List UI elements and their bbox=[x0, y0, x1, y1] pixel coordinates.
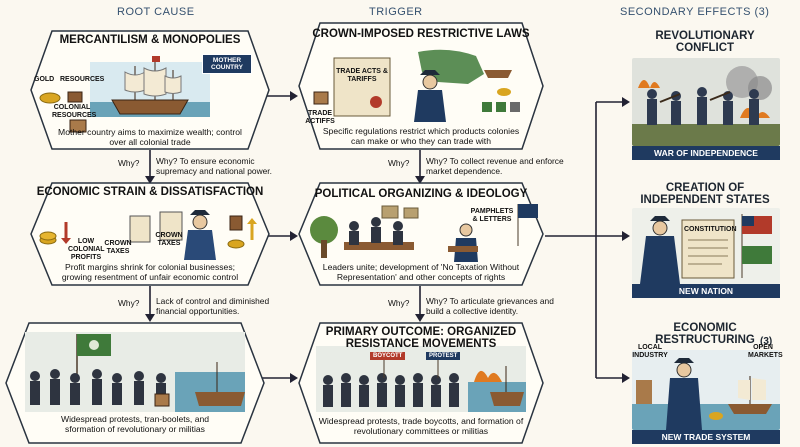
hex-title: MERCANTILISM & MONOPOLIES bbox=[59, 34, 241, 46]
label-gold: GOLD bbox=[34, 76, 55, 83]
hex-description: Specific regulations restrict which prod… bbox=[322, 126, 520, 146]
banner-trade-system: NEW TRADE SYSTEM bbox=[632, 430, 780, 444]
hex-title: PRIMARY OUTCOME: ORGANIZED RESISTANCE MO… bbox=[325, 326, 517, 350]
hex-political-organizing: POLITICAL ORGANIZING & IDEOLOGY Leaders … bbox=[298, 182, 544, 286]
hex-title: POLITICAL ORGANIZING & IDEOLOGY bbox=[314, 188, 528, 200]
sign-protest: PROTEST bbox=[426, 352, 461, 360]
hex-description: Leaders unite; development of 'No Taxati… bbox=[322, 262, 520, 282]
label-open-markets: OPEN MARKETS bbox=[748, 344, 783, 359]
label-crown-taxes-1: CROWN TAXES bbox=[104, 240, 132, 255]
effect-count: (3) bbox=[760, 336, 773, 347]
hex-economic-strain: ECONOMIC STRAIN & DISSATISFACTION Profit… bbox=[30, 182, 270, 286]
hex-description: Widespread protests, trade boycotts, and… bbox=[318, 416, 524, 436]
hex-left-protests: Widespread protests, tran-boolets, and s… bbox=[5, 322, 265, 444]
effect-title-independent: CREATION OF INDEPENDENT STATES bbox=[640, 182, 770, 206]
sign-boycott: BOYCOTT bbox=[370, 352, 406, 360]
banner-war: WAR OF INDEPENDENCE bbox=[632, 146, 780, 160]
banner-new-nation: NEW NATION bbox=[632, 284, 780, 298]
label-constitution: CONSTITUTION bbox=[684, 226, 737, 233]
hex-title: ECONOMIC STRAIN & DISSATISFACTION bbox=[36, 186, 264, 198]
label-colonial-resources: COLONIAL RESOURCES bbox=[52, 104, 97, 119]
label-trade-actiffs: TRADE ACTIFFS bbox=[305, 110, 335, 125]
hex-crown-laws: CROWN-IMPOSED RESTRICTIVE LAWS Specific … bbox=[298, 22, 544, 150]
hex-mercantilism: MERCANTILISM & MONOPOLIES Mother country… bbox=[30, 30, 270, 150]
label-local-industry: LOCAL INDUSTRY bbox=[632, 344, 668, 359]
label-pamphlets: PAMPHLETS & LETTERS bbox=[470, 208, 514, 223]
effect-title-economic: ECONOMIC RESTRUCTURING bbox=[655, 322, 755, 346]
hex-description: Widespread protests, tran-boolets, and s… bbox=[60, 414, 210, 434]
scene-trade bbox=[632, 350, 780, 430]
label-resources: RESOURCES bbox=[60, 76, 105, 83]
hex-description: Profit margins shrink for colonial busin… bbox=[61, 262, 239, 282]
column-title-secondary: SECONDARY EFFECTS (3) bbox=[620, 6, 770, 18]
hex-organized-resistance: PRIMARY OUTCOME: ORGANIZED RESISTANCE MO… bbox=[298, 322, 544, 444]
label-trade-acts: TRADE ACTS & TARIFFS bbox=[336, 68, 388, 83]
hex-description: Mother country aims to maximize wealth; … bbox=[58, 127, 242, 147]
effect-title-revolutionary: REVOLUTIONARY CONFLICT bbox=[655, 30, 755, 54]
scene-war bbox=[632, 58, 780, 146]
label-crown-taxes-2: CROWN TAXES bbox=[155, 232, 183, 247]
hex-title: CROWN-IMPOSED RESTRICTIVE LAWS bbox=[312, 28, 530, 40]
label-low-profits: LOW COLONIAL PROFITS bbox=[68, 238, 105, 261]
badge-mother-country: MOTHER COUNTRY bbox=[202, 54, 252, 74]
scene-new-nation bbox=[632, 208, 780, 284]
column-title-trigger: TRIGGER bbox=[369, 6, 423, 18]
column-title-root: ROOT CAUSE bbox=[117, 6, 195, 18]
